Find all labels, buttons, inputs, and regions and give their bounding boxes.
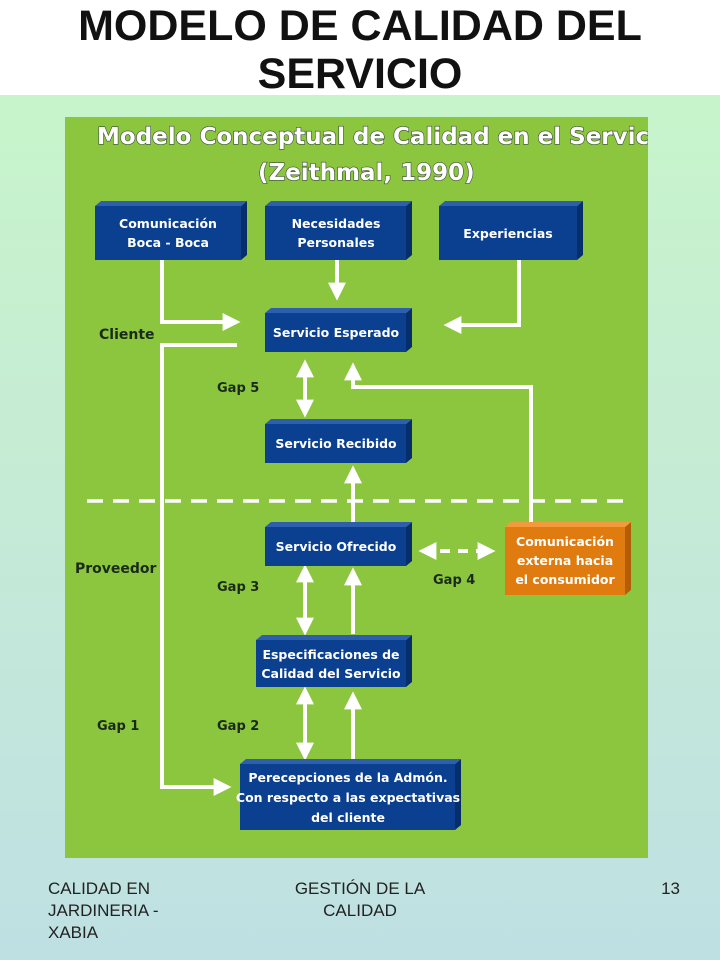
- box-especificaciones-line2: Calidad del Servicio: [261, 666, 401, 681]
- box-comunicacion-boca-line2: Boca - Boca: [127, 235, 209, 250]
- slide-title: MODELO DE CALIDAD DEL SERVICIO: [0, 2, 720, 98]
- figure-title-line2: (Zeithmal, 1990): [258, 160, 475, 186]
- box-percepciones: Perecepciones de la Admón. Con respecto …: [236, 759, 461, 830]
- title-bar: [0, 0, 720, 95]
- box-servicio-recibido-label: Servicio Recibido: [275, 436, 397, 451]
- diagram-canvas: Modelo Conceptual de Calidad en el Servi…: [75, 123, 648, 830]
- box-comunicacion-externa: Comunicación externa hacia el consumidor: [505, 522, 631, 595]
- figure-title-line1: Modelo Conceptual de Calidad en el Servi…: [97, 124, 648, 150]
- box-servicio-esperado-label: Servicio Esperado: [273, 325, 400, 340]
- slide-title-line1: MODELO DE CALIDAD DEL: [78, 2, 642, 50]
- footer-left-line3: XABIA: [48, 923, 99, 942]
- arrow-gap1-loop: [160, 343, 237, 796]
- footer-center-line2: CALIDAD: [323, 901, 397, 920]
- box-necesidades: Necesidades Personales: [265, 201, 412, 260]
- box-especificaciones: Especificaciones de Calidad del Servicio: [256, 635, 412, 687]
- box-necesidades-line2: Personales: [297, 235, 374, 250]
- quality-model-diagram: Modelo Conceptual de Calidad en el Servi…: [65, 117, 648, 858]
- gap1-label: Gap 1: [97, 719, 139, 734]
- label-cliente: Cliente: [99, 327, 155, 343]
- arrow-experiencias-to-esperado: [443, 260, 521, 334]
- box-experiencias-line1: Experiencias: [463, 226, 552, 241]
- footer-center-line1: GESTIÓN DE LA: [294, 879, 426, 898]
- box-servicio-esperado: Servicio Esperado: [265, 308, 412, 352]
- footer-left-line2: JARDINERIA -: [48, 901, 159, 920]
- gap5-label: Gap 5: [217, 381, 259, 396]
- gap3-label: Gap 3: [217, 580, 259, 595]
- slide-title-line2: SERVICIO: [257, 50, 463, 98]
- box-percepciones-line2: Con respecto a las expectativas: [236, 790, 460, 805]
- gap2-label: Gap 2: [217, 719, 259, 734]
- box-experiencias: Experiencias: [439, 201, 583, 260]
- arrow-externa-to-esperado: [344, 362, 533, 527]
- box-comunicacion-externa-line3: el consumidor: [515, 572, 615, 587]
- box-servicio-ofrecido-label: Servicio Ofrecido: [276, 539, 397, 554]
- footer-center: GESTIÓN DE LA CALIDAD: [270, 878, 450, 922]
- box-percepciones-line1: Perecepciones de la Admón.: [248, 770, 447, 785]
- box-servicio-ofrecido: Servicio Ofrecido: [265, 522, 412, 566]
- page-number: 13: [661, 879, 680, 898]
- box-necesidades-line1: Necesidades: [292, 216, 381, 231]
- box-comunicacion-externa-line2: externa hacia: [517, 553, 613, 568]
- footer-left-line1: CALIDAD EN: [48, 879, 151, 898]
- footer-left: CALIDAD EN JARDINERIA - XABIA: [48, 878, 188, 944]
- arrow-boca-to-esperado: [160, 260, 241, 331]
- box-comunicacion-boca-line1: Comunicación: [119, 216, 217, 231]
- label-proveedor: Proveedor: [75, 561, 157, 577]
- box-percepciones-line3: del cliente: [311, 810, 385, 825]
- box-especificaciones-line1: Especificaciones de: [262, 647, 399, 662]
- gap4-label: Gap 4: [433, 573, 475, 588]
- box-comunicacion-externa-line1: Comunicación: [516, 534, 614, 549]
- connector-arrows: [160, 260, 533, 796]
- box-comunicacion-boca: Comunicación Boca - Boca: [95, 201, 247, 260]
- box-servicio-recibido: Servicio Recibido: [265, 419, 412, 463]
